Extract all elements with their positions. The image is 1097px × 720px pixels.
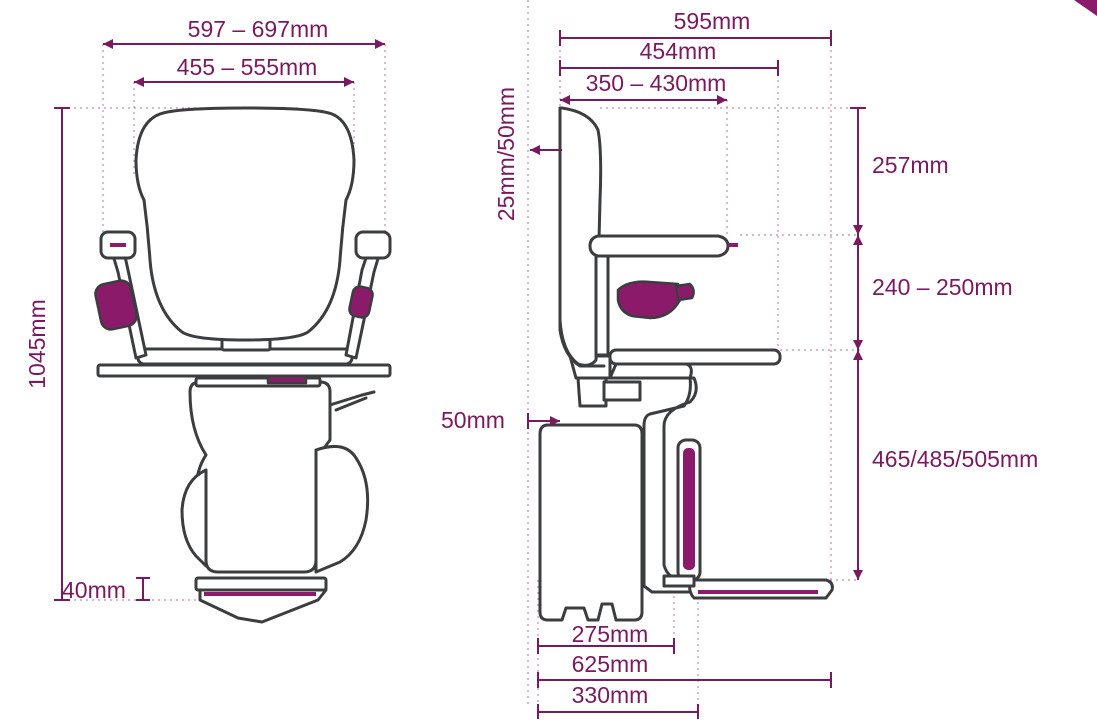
front-footrest (194, 576, 328, 592)
side-carriage (538, 423, 644, 622)
side-footrest-joint (662, 574, 696, 588)
side-seat (608, 348, 782, 366)
front-drive-side-panel (314, 444, 370, 574)
side-linkage (576, 376, 608, 408)
side-base-depth-label: 330mm (572, 682, 649, 708)
side-rail-clearance-label: 50mm (441, 407, 505, 433)
front-view: 597 – 697mm 455 – 555mm 1045mm 40mm (24, 16, 392, 624)
side-armrest-height-label: 240 – 250mm (872, 274, 1013, 300)
side-rail-clearance-dimension: 50mm (441, 407, 560, 433)
side-seat-support-2 (608, 362, 693, 380)
side-seat-height-label: 465/485/505mm (872, 446, 1038, 472)
side-leg-pad-accent (683, 448, 695, 570)
front-backrest (134, 106, 356, 342)
side-footrest-stripe (698, 590, 818, 594)
side-footrest (688, 578, 834, 600)
side-seat-depth-label: 350 – 430mm (586, 70, 727, 96)
front-seat-width-dimension: 455 – 555mm (134, 54, 354, 87)
front-right-arm-grip (348, 285, 374, 319)
side-joystick (616, 280, 682, 320)
side-joystick-knob (674, 282, 695, 302)
front-overall-width-label: 597 – 697mm (188, 16, 329, 42)
side-overall-depth-label: 595mm (674, 8, 751, 34)
side-armrest (588, 234, 730, 258)
front-footrest-stripe (204, 592, 316, 596)
side-arm-post (594, 253, 610, 357)
front-footrest-height-label: 40mm (62, 577, 126, 603)
side-overall-depth-dimension: 595mm (559, 8, 832, 46)
front-footrest-dimension: 40mm (62, 577, 150, 603)
front-right-arm-pad (354, 230, 392, 260)
side-armrest-depth-label: 454mm (640, 38, 717, 64)
side-footrest-depth-dimension: 625mm (537, 651, 832, 688)
side-seat-depth-dimension: 350 – 430mm (560, 70, 727, 105)
side-carriage-depth-dimension: 275mm (537, 621, 675, 654)
front-seat (96, 363, 392, 378)
front-height-dimension: 1045mm (24, 107, 70, 601)
front-seat-width-label: 455 – 555mm (177, 54, 318, 80)
side-linkage-2 (602, 380, 642, 402)
front-width-dimension: 597 – 697mm (103, 16, 385, 49)
side-height-dimensions: 257mm 240 – 250mm 465/485/505mm (850, 107, 1038, 580)
side-backrest-height-label: 257mm (872, 152, 949, 178)
front-lever-tip (334, 396, 368, 412)
corner-accent (1074, 0, 1097, 16)
side-carriage-depth-label: 275mm (572, 621, 649, 647)
front-lever (328, 390, 376, 407)
side-footrest-depth-label: 625mm (572, 651, 649, 677)
side-backrest-offset-label: 25mm/50mm (493, 87, 519, 221)
side-backrest-offset-dimension: 25mm/50mm (493, 87, 562, 221)
front-total-height-label: 1045mm (24, 299, 50, 388)
side-base-depth-dimension: 330mm (537, 682, 699, 719)
front-drive-unit (188, 380, 332, 574)
side-view: 595mm 454mm 350 – 430mm 25mm/50mm (441, 0, 1038, 719)
side-armrest-depth-dimension: 454mm (559, 38, 779, 76)
front-left-arm-grip (94, 279, 138, 331)
side-back-frame (558, 208, 606, 368)
front-drive-left-panel (180, 468, 208, 568)
